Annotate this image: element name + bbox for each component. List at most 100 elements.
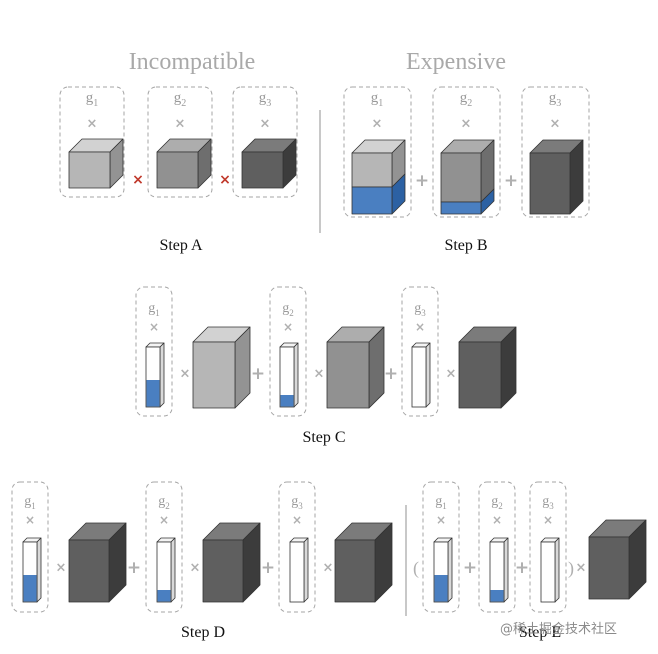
step-e-bar-g2-side [503, 537, 509, 603]
step-b-label-g3-subscript: 3 [556, 98, 561, 109]
step-b-cube-g1-upper-front [351, 152, 393, 188]
step-e-label: Step E [519, 624, 561, 641]
step-e-label-g1-subscript: 1 [442, 501, 447, 511]
step-a-group-g1 [59, 86, 125, 198]
step-e-group-g3 [529, 481, 567, 613]
step-e-times-g2: × [492, 513, 502, 527]
step-d-times-g1: × [25, 513, 35, 527]
step-e-label-g1: g1 [435, 494, 447, 511]
step-d-times-cube-g1: × [56, 561, 67, 576]
step-c-bar-g1-side [159, 342, 165, 408]
step-c-label-g1-subscript: 1 [155, 308, 160, 318]
step-a-incompatible-mark-1: × [132, 172, 144, 188]
step-a-cube-g2-front [156, 151, 199, 189]
step-c-bar-g2-side [293, 342, 299, 408]
step-e-plus-2: + [515, 558, 529, 578]
step-d-label-g2: g2 [158, 494, 170, 511]
step-a-times-g3: × [260, 117, 271, 132]
step-c-label: Step C [302, 429, 345, 446]
step-d-label-g1-subscript: 1 [31, 501, 36, 511]
step-c-label-g3: g3 [414, 301, 426, 318]
step-e-group-g2 [478, 481, 516, 613]
step-c-group-g3 [401, 286, 439, 417]
step-c-cube-g2-front [326, 341, 370, 409]
step-b-label-g2-subscript: 2 [467, 98, 472, 109]
step-c-bar-g3-side [425, 342, 431, 408]
step-b-plus-1: + [415, 171, 429, 191]
step-e-plus-1: + [463, 558, 477, 578]
step-c-times-cube-g2: × [314, 367, 325, 382]
step-b-cube-g3-upper-front [529, 152, 571, 215]
step-c-bar-g3-front [411, 346, 427, 408]
step-d-bar-g2-fill [157, 590, 171, 602]
step-d-bar-g3-front [289, 541, 305, 603]
step-e-label-g2-subscript: 2 [498, 501, 503, 511]
step-a-label-g1: g1 [86, 90, 99, 109]
step-d-times-cube-g3: × [323, 561, 334, 576]
step-a-incompatible-mark-2: × [219, 172, 231, 188]
step-e-close-paren: ) [568, 558, 574, 579]
step-e-bar-g2-fill [490, 590, 504, 602]
step-d-group-g3 [278, 481, 316, 613]
step-b-cube-g2-upper-front [440, 152, 482, 203]
step-e-label-g3-subscript: 3 [549, 501, 554, 511]
step-c-times-g2: × [283, 320, 293, 334]
step-b-label-g1: g1 [371, 90, 384, 109]
step-b-group-g1 [343, 86, 412, 218]
watermark: @稀土掘金技术社区 [500, 622, 618, 637]
step-d-cube-g1-front [68, 539, 110, 603]
step-e-cube-front [588, 536, 630, 600]
diagram-shapes: g1×g2×g3×××g1×g2×g3×++g1××g2××g3××++g1××… [11, 86, 647, 613]
step-d-times-cube-g2: × [190, 561, 201, 576]
step-b-plus-2: + [504, 171, 518, 191]
step-e-times-g1: × [436, 513, 446, 527]
step-e-bar-g1-side [447, 537, 453, 603]
step-c-bar-g2-fill [280, 395, 294, 407]
step-c-group-g2 [269, 286, 307, 417]
step-c-bar-g1-fill [146, 380, 160, 407]
step-d-plus-1: + [127, 558, 141, 578]
step-c-plus-2: + [384, 364, 398, 384]
incompatible-title: Incompatible [129, 49, 256, 75]
step-a-label-g3-subscript: 3 [266, 98, 271, 109]
step-a-label-g3: g3 [259, 90, 272, 109]
step-d-times-g2: × [159, 513, 169, 527]
step-b-label-g1-subscript: 1 [378, 98, 383, 109]
step-c-label-g3-subscript: 3 [421, 308, 426, 318]
step-b-cube-g1-fill-front [351, 186, 393, 215]
step-d-bar-g2-front [156, 541, 172, 603]
step-b-label-g3: g3 [549, 90, 562, 109]
step-b-group-g2 [432, 86, 501, 218]
step-c-label-g1: g1 [148, 301, 160, 318]
step-c-plus-1: + [251, 364, 265, 384]
step-a-group-g2 [147, 86, 213, 198]
step-d-bar-g3-side [303, 537, 309, 603]
step-c-label-g2-subscript: 2 [289, 308, 294, 318]
step-c-cube-g1-front [192, 341, 236, 409]
step-b-times-g3: × [550, 117, 561, 132]
step-c-times-cube-g3: × [446, 367, 457, 382]
step-c-times-cube-g1: × [180, 367, 191, 382]
step-e-bar-g3-side [554, 537, 560, 603]
step-c-label-g2: g2 [282, 301, 294, 318]
step-d-label-g2-subscript: 2 [165, 501, 170, 511]
step-d-group-g2 [145, 481, 183, 613]
step-a-label-g1-subscript: 1 [93, 98, 98, 109]
step-e-bar-g3-front [540, 541, 556, 603]
step-c-times-g3: × [415, 320, 425, 334]
step-d-times-g3: × [292, 513, 302, 527]
expensive-title: Expensive [406, 49, 506, 75]
step-a-label-g2-subscript: 2 [181, 98, 186, 109]
step-d-group-g1 [11, 481, 49, 613]
step-c-cube-g3-front [458, 341, 502, 409]
step-b-cube-g3-upper-side [569, 139, 584, 215]
step-e-times-cube: × [576, 561, 587, 576]
step-c-times-g1: × [149, 320, 159, 334]
step-a-times-g2: × [175, 117, 186, 132]
step-e-times-g3: × [543, 513, 553, 527]
step-a-times-g1: × [87, 117, 98, 132]
step-d-cube-g2-front [202, 539, 244, 603]
step-d-label-g3: g3 [291, 494, 303, 511]
step-d-cube-g3-front [334, 539, 376, 603]
